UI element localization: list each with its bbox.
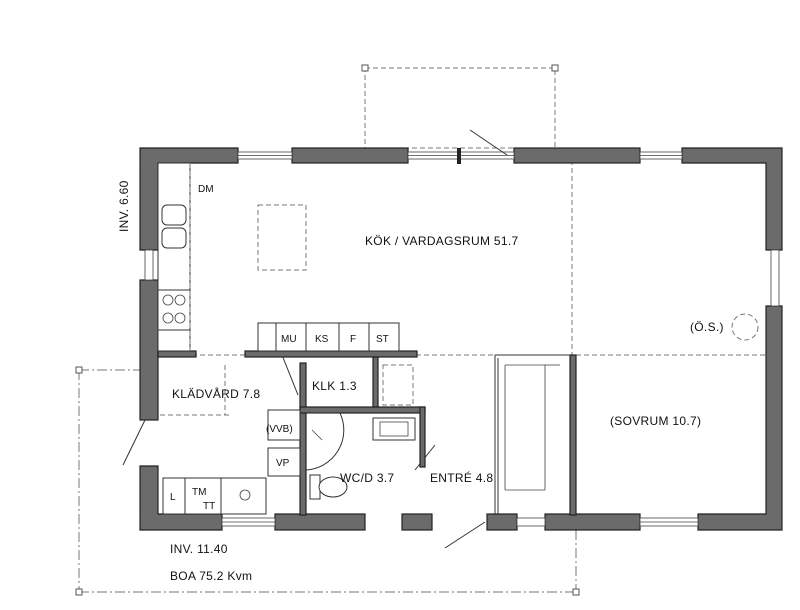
fixture-drying-cabinet: TT <box>203 501 215 512</box>
fixture-tumble-dryer: TM <box>192 487 206 498</box>
fixture-heat-pump: VP <box>276 458 290 469</box>
fixture-freezer: F <box>350 334 356 345</box>
windows <box>144 151 780 527</box>
kitchen-island <box>257 204 307 271</box>
room-label-entry: ENTRÉ 4.8 <box>430 470 493 485</box>
reference-lines <box>160 160 770 515</box>
fixture-fridge-freezer: KS <box>315 334 329 345</box>
roof-projection <box>361 64 559 149</box>
laundry-counter <box>162 409 301 515</box>
room-label-closet: KLK 1.3 <box>312 379 357 393</box>
fixture-laundry: L <box>170 492 176 503</box>
doors <box>122 129 508 549</box>
loft-stair-symbol <box>731 313 759 341</box>
appliance-row <box>257 322 400 352</box>
loft-stair-label: (Ö.S.) <box>690 320 724 334</box>
room-label-wc: WC/D 3.7 <box>340 471 394 485</box>
dimension-depth: INV. 6.60 <box>117 180 131 232</box>
fixture-dishwasher: DM <box>198 184 214 195</box>
fixture-microwave: MU <box>281 334 297 345</box>
room-label-bedroom: (SOVRUM 10.7) <box>610 414 701 428</box>
terrace-outline <box>75 366 580 596</box>
wc-fixtures <box>305 412 416 500</box>
interior-walls <box>157 350 577 516</box>
kitchen-counter <box>157 162 191 352</box>
dimension-width: INV. 11.40 <box>170 542 228 556</box>
stair <box>504 364 560 491</box>
fixture-storage: ST <box>376 334 389 345</box>
room-label-kitchen-living: KÖK / VARDAGSRUM 51.7 <box>365 234 518 248</box>
closet-shelving <box>382 364 414 406</box>
fixture-water-heater: (VVB) <box>266 424 293 435</box>
living-area: BOA 75.2 Kvm <box>170 569 252 583</box>
room-label-dressing: KLÄDVÅRD 7.8 <box>172 386 260 401</box>
